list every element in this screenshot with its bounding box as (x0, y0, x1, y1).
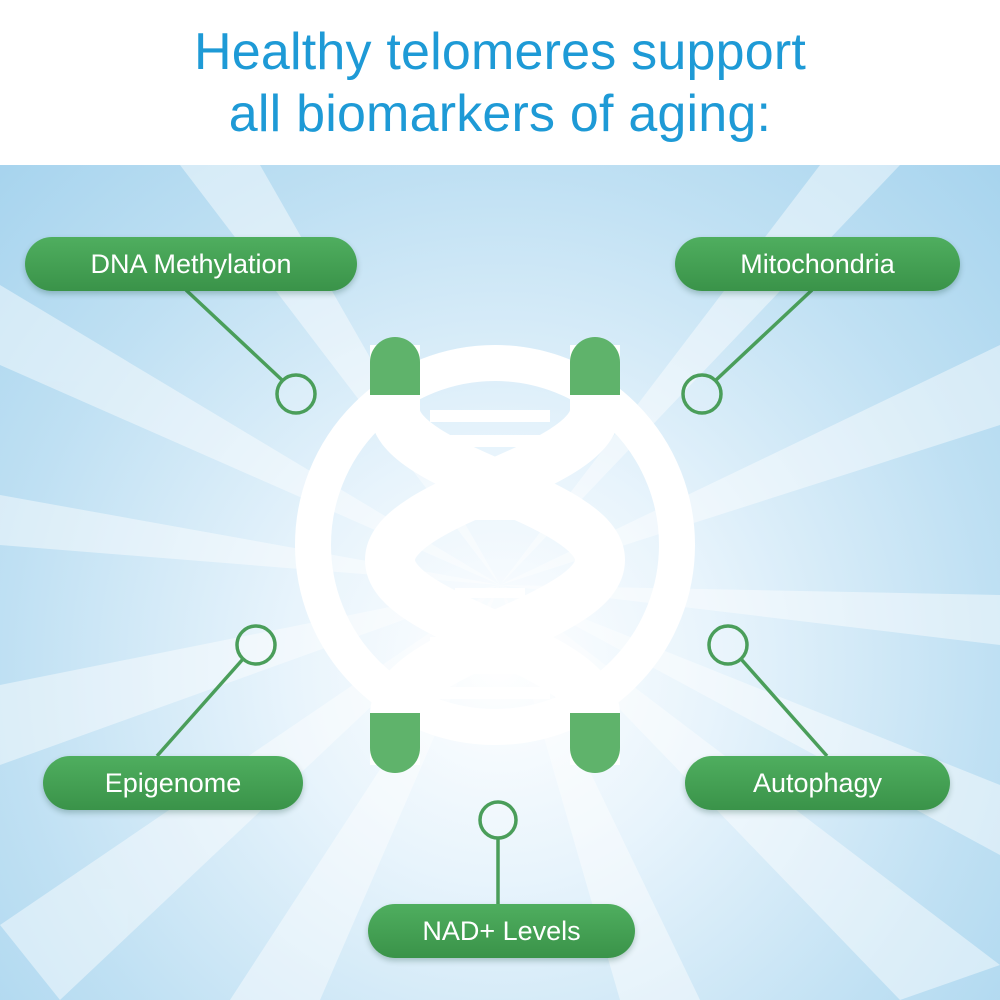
connector-node-epigenome (235, 624, 277, 666)
telomere-cap-bottom-right (570, 713, 620, 773)
connector-mitochondria (714, 288, 814, 382)
label-mitochondria-text: Mitochondria (740, 248, 895, 279)
dna-chromosome-icon (295, 337, 695, 773)
label-epigenome-text: Epigenome (104, 767, 242, 798)
label-epigenome: Epigenome (43, 756, 303, 810)
label-nad-levels: NAD+ Levels (368, 904, 635, 958)
connector-node-nad-levels (478, 800, 518, 840)
title-line-1: Healthy telomeres support (194, 22, 806, 81)
connector-epigenome (155, 657, 245, 758)
connector-autophagy (739, 657, 829, 758)
title-line-2: all biomarkers of aging: (228, 84, 772, 143)
label-nad-levels-text: NAD+ Levels (422, 915, 581, 946)
label-autophagy-text: Autophagy (752, 767, 883, 798)
telomere-cap-top-right (570, 337, 620, 395)
label-mitochondria: Mitochondria (675, 237, 960, 291)
label-autophagy: Autophagy (685, 756, 950, 810)
telomere-cap-top-left (370, 337, 420, 395)
header: Healthy telomeres support all biomarkers… (0, 0, 1000, 165)
label-dna-methylation: DNA Methylation (25, 237, 357, 291)
connector-node-dna-methylation (275, 373, 317, 415)
label-dna-methylation-text: DNA Methylation (90, 248, 292, 279)
connector-node-mitochondria (681, 373, 723, 415)
connectors (155, 288, 829, 905)
connector-dna-methylation (184, 288, 284, 382)
telomere-cap-bottom-left (370, 713, 420, 773)
connector-node-autophagy (707, 624, 749, 666)
